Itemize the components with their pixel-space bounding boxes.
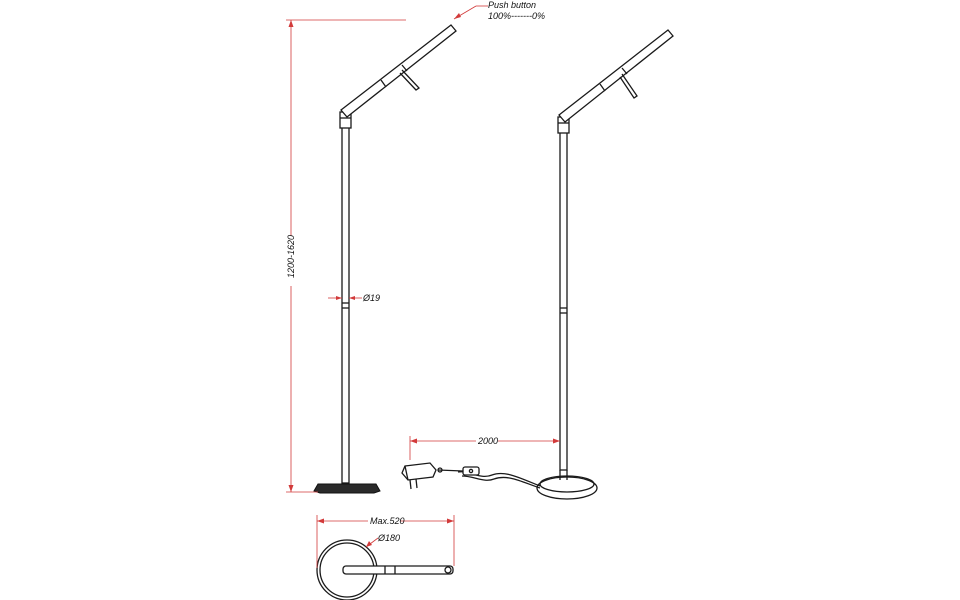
push-button-lever (399, 69, 421, 91)
pole-diameter-dimension: Ø19 (328, 293, 380, 303)
lamp-top-view (316, 539, 454, 600)
lamp-with-cable-view (401, 29, 674, 500)
max-width-dimension: Max.520 (316, 515, 455, 568)
max-width-label: Max.520 (370, 516, 405, 526)
power-adapter (401, 462, 437, 481)
dimmer-range-label: 100%-------0% (488, 11, 545, 21)
lamp-pole-2 (559, 129, 568, 471)
push-button-lever-2 (619, 73, 638, 99)
pole-diameter-label: Ø19 (362, 293, 380, 303)
lamp-base (313, 483, 381, 494)
lamp-side-view-dimensioned (313, 24, 457, 494)
push-button-label: Push button (488, 0, 536, 10)
lamp-arm-2 (558, 29, 674, 123)
height-dimension: 1200-1620 (286, 19, 406, 493)
cable-length-label: 2000 (477, 436, 498, 446)
lamp-base-2 (536, 476, 598, 500)
lamp-pole (341, 124, 350, 484)
push-button-callout: Push button 100%-------0% (453, 0, 545, 21)
base-diameter-callout: Ø180 (365, 533, 400, 548)
lamp-arm (340, 24, 457, 118)
height-label: 1200-1620 (286, 235, 296, 278)
inline-switch (462, 466, 480, 476)
base-diameter-label: Ø180 (377, 533, 400, 543)
arm-top-view (342, 565, 454, 575)
cable-length-dimension: 2000 (409, 436, 560, 460)
